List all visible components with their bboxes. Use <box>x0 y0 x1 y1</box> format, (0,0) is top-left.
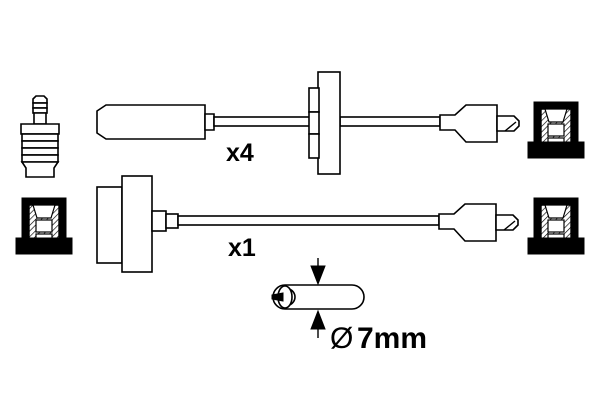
rubber-boot-part <box>20 95 60 178</box>
coil-connector-block <box>96 175 179 273</box>
quantity-label-four: x4 <box>226 139 254 167</box>
diameter-dimension-label: Ø 7mm <box>330 322 427 355</box>
diameter-value-label: 7mm <box>357 322 427 355</box>
spark-plug-socket-top-right <box>527 101 585 159</box>
cable-cross-section-sample <box>271 284 365 310</box>
spark-plug-socket-left-lower <box>15 197 73 255</box>
cable-assembly-one <box>177 203 519 242</box>
spark-plug-socket-bottom-right <box>527 197 585 255</box>
diameter-symbol: Ø <box>330 322 353 355</box>
dimension-arrows <box>310 258 326 338</box>
quantity-label-one: x1 <box>228 234 256 262</box>
cable-separator-clip <box>308 71 341 175</box>
cable-assembly-four <box>96 104 520 143</box>
